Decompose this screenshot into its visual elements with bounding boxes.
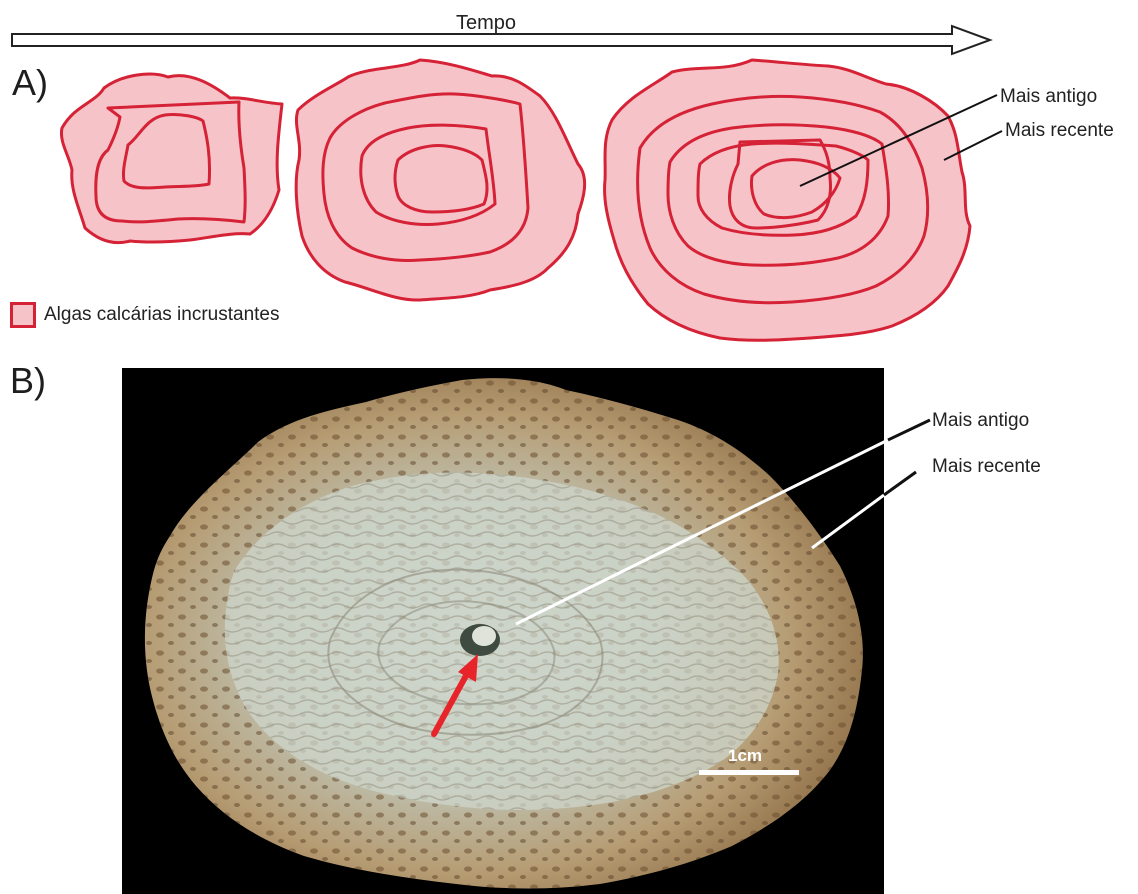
panel-b-label-oldest: Mais antigo bbox=[932, 410, 1029, 432]
scale-bar-label: 1cm bbox=[728, 746, 762, 766]
panel-a-label-newest: Mais recente bbox=[1005, 120, 1114, 142]
legend-label-algae: Algas calcárias incrustantes bbox=[44, 304, 280, 326]
rhodolith-stage-1 bbox=[61, 74, 282, 243]
rhodolith-stage-2 bbox=[296, 60, 584, 300]
scale-bar bbox=[699, 770, 799, 775]
panel-a-letter: A) bbox=[12, 62, 48, 104]
panel-b-letter: B) bbox=[10, 360, 46, 402]
timeline-label: Tempo bbox=[456, 12, 516, 35]
legend-swatch-algae bbox=[10, 302, 36, 328]
panel-b-label-newest: Mais recente bbox=[932, 456, 1041, 478]
rhodolith-stage-3 bbox=[605, 60, 970, 340]
panel-a-label-oldest: Mais antigo bbox=[1000, 86, 1097, 108]
